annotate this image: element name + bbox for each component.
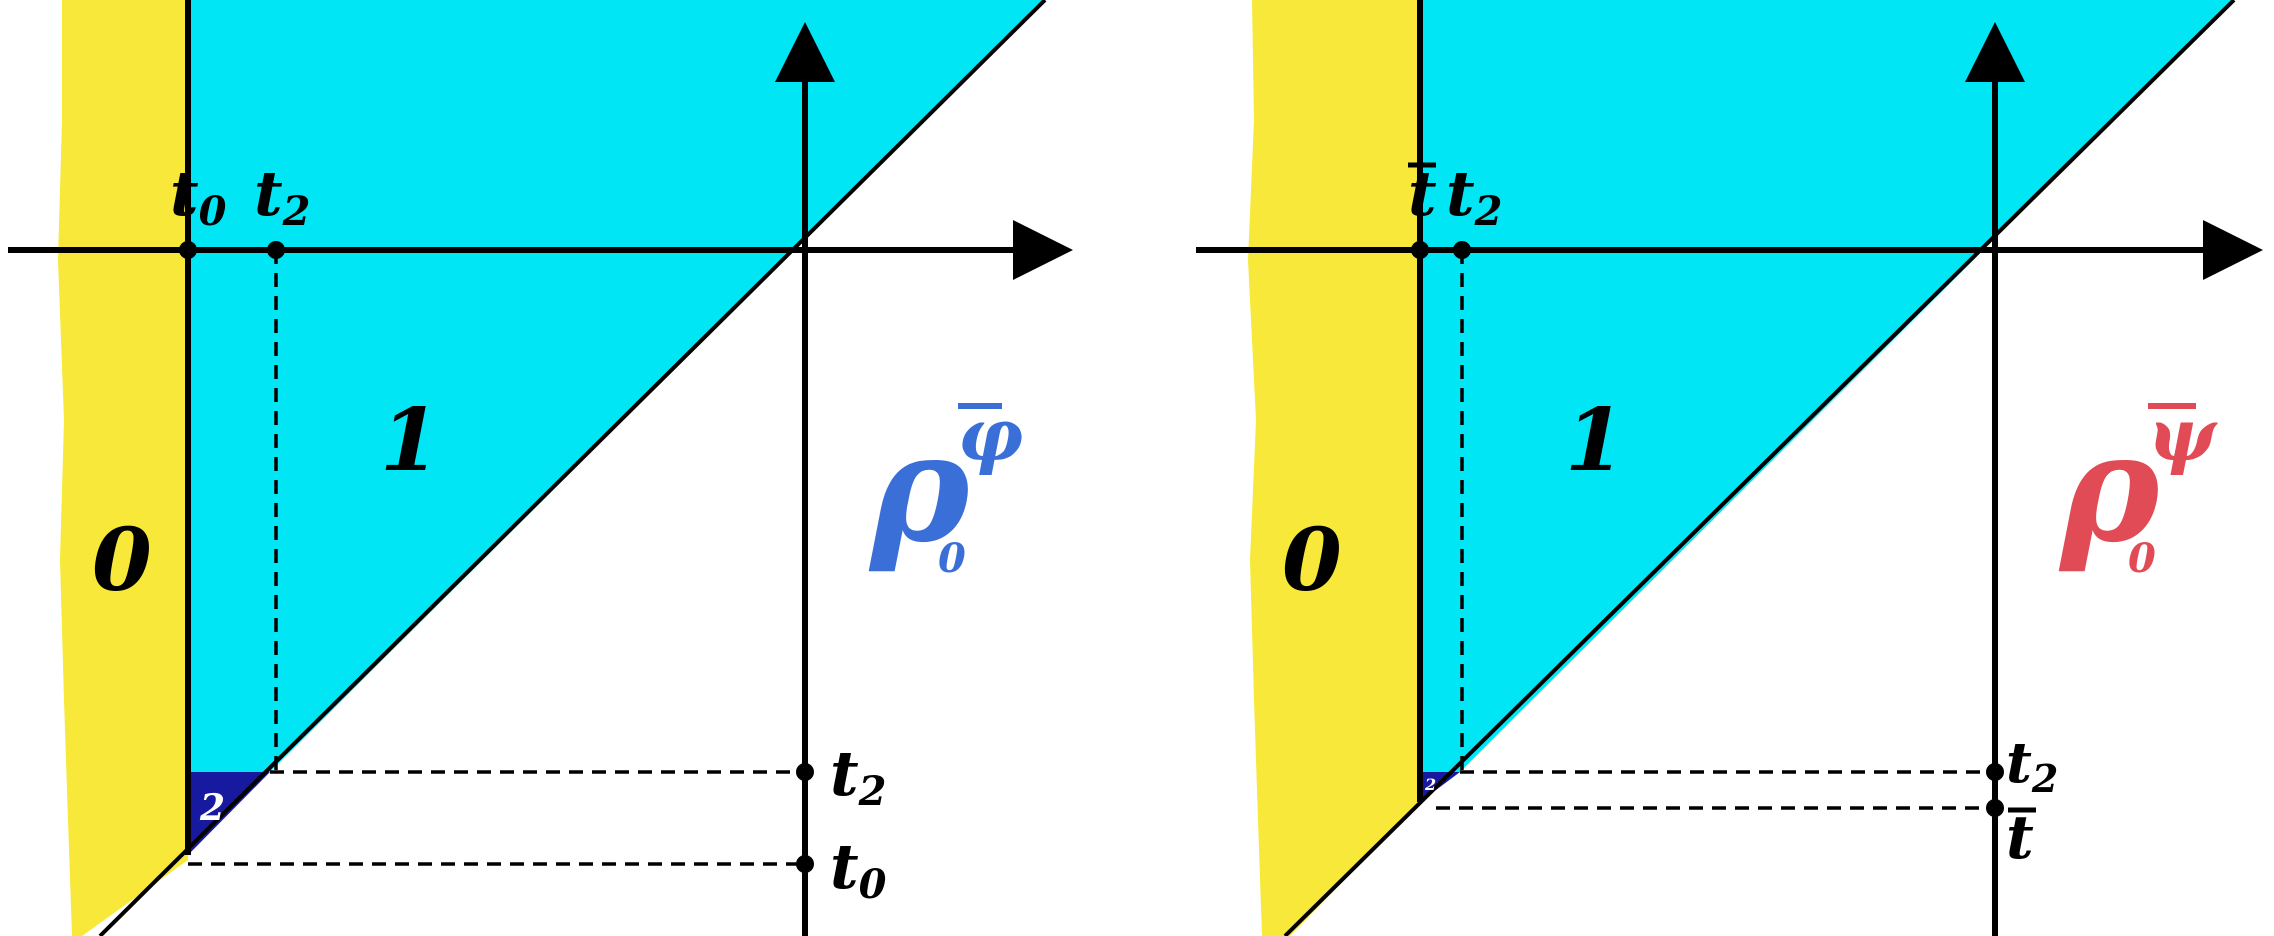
right-right-label-tbar: t xyxy=(2006,803,2036,873)
right-dot-tbar-right xyxy=(1986,799,2004,817)
svg-text:ρ: ρ xyxy=(868,400,971,576)
right-region-0 xyxy=(1248,0,1420,936)
right-region-2-label: 2 xyxy=(1424,775,1436,794)
left-diagonal-line xyxy=(98,0,1047,936)
svg-text:0: 0 xyxy=(938,535,966,582)
svg-text:ρ: ρ xyxy=(2058,400,2161,576)
right-panel: t t2 t2 t 0 1 2 ρ 0 ψ xyxy=(1196,0,2263,936)
left-region-2 xyxy=(188,772,270,855)
right-dot-tbar-top xyxy=(1411,241,1429,259)
left-rho-symbol: ρ 0 φ xyxy=(868,392,1023,582)
right-right-label-t2: t2 xyxy=(2006,730,2058,801)
left-top-label-t2: t2 xyxy=(254,157,310,235)
svg-text:0: 0 xyxy=(2128,535,2156,582)
left-region-1-label: 1 xyxy=(380,390,440,491)
left-panel: t0 t2 t2 t0 0 1 2 ρ 0 φ xyxy=(8,0,1073,936)
left-right-label-t2: t2 xyxy=(830,737,886,815)
left-dot-t2-top xyxy=(267,241,285,259)
left-region-1 xyxy=(188,0,1045,772)
right-region-1 xyxy=(1420,0,2234,772)
right-dot-t2-right xyxy=(1986,763,2004,781)
left-dot-t0-right xyxy=(796,855,814,873)
right-top-label-tbar: t xyxy=(1408,157,1437,230)
left-top-label-t0: t0 xyxy=(170,157,227,235)
right-rho-symbol: ρ 0 ψ xyxy=(2058,392,2218,582)
svg-text:t: t xyxy=(2006,803,2034,873)
left-region-0-label: 0 xyxy=(92,510,152,611)
right-dot-t2-top xyxy=(1453,241,1471,259)
right-region-0-label: 0 xyxy=(1282,510,1342,611)
right-top-label-t2: t2 xyxy=(1446,157,1502,235)
left-right-label-t0: t0 xyxy=(830,830,887,908)
left-dot-t0-top xyxy=(179,241,197,259)
right-diagonal-line xyxy=(1283,0,2236,936)
left-region-2-label: 2 xyxy=(199,787,225,829)
svg-text:t: t xyxy=(1408,157,1437,230)
right-region-1-label: 1 xyxy=(1565,390,1625,491)
left-region-0 xyxy=(58,0,188,936)
left-dot-t2-right xyxy=(796,763,814,781)
